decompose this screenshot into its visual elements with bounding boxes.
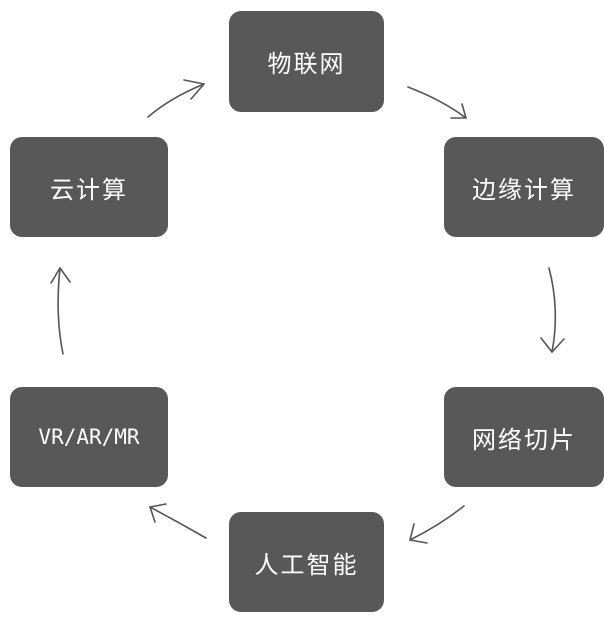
arrow-edge-to-slice xyxy=(540,267,565,353)
arrow-slice-to-ai xyxy=(409,505,465,544)
node-artificial-intelligence-label: 人工智能 xyxy=(254,550,359,579)
arrow-cloud-to-iot xyxy=(147,79,205,118)
node-vr-ar-mr: VR/AR/MR xyxy=(10,387,168,487)
node-edge-computing-label: 边缘计算 xyxy=(472,175,576,204)
node-network-slicing-label: 网络切片 xyxy=(472,425,576,454)
node-vr-ar-mr-label: VR/AR/MR xyxy=(38,425,140,449)
node-artificial-intelligence: 人工智能 xyxy=(229,512,384,612)
arrow-iot-to-edge xyxy=(407,86,467,119)
node-cloud-computing-label: 云计算 xyxy=(50,175,128,204)
arrow-vr-to-cloud xyxy=(50,267,71,355)
node-iot-label: 物联网 xyxy=(267,50,346,78)
node-network-slicing: 网络切片 xyxy=(444,387,604,487)
node-cloud-computing: 云计算 xyxy=(10,137,168,237)
node-iot: 物联网 xyxy=(229,11,384,112)
node-edge-computing: 边缘计算 xyxy=(444,137,604,237)
arrow-ai-to-vr xyxy=(149,503,207,539)
